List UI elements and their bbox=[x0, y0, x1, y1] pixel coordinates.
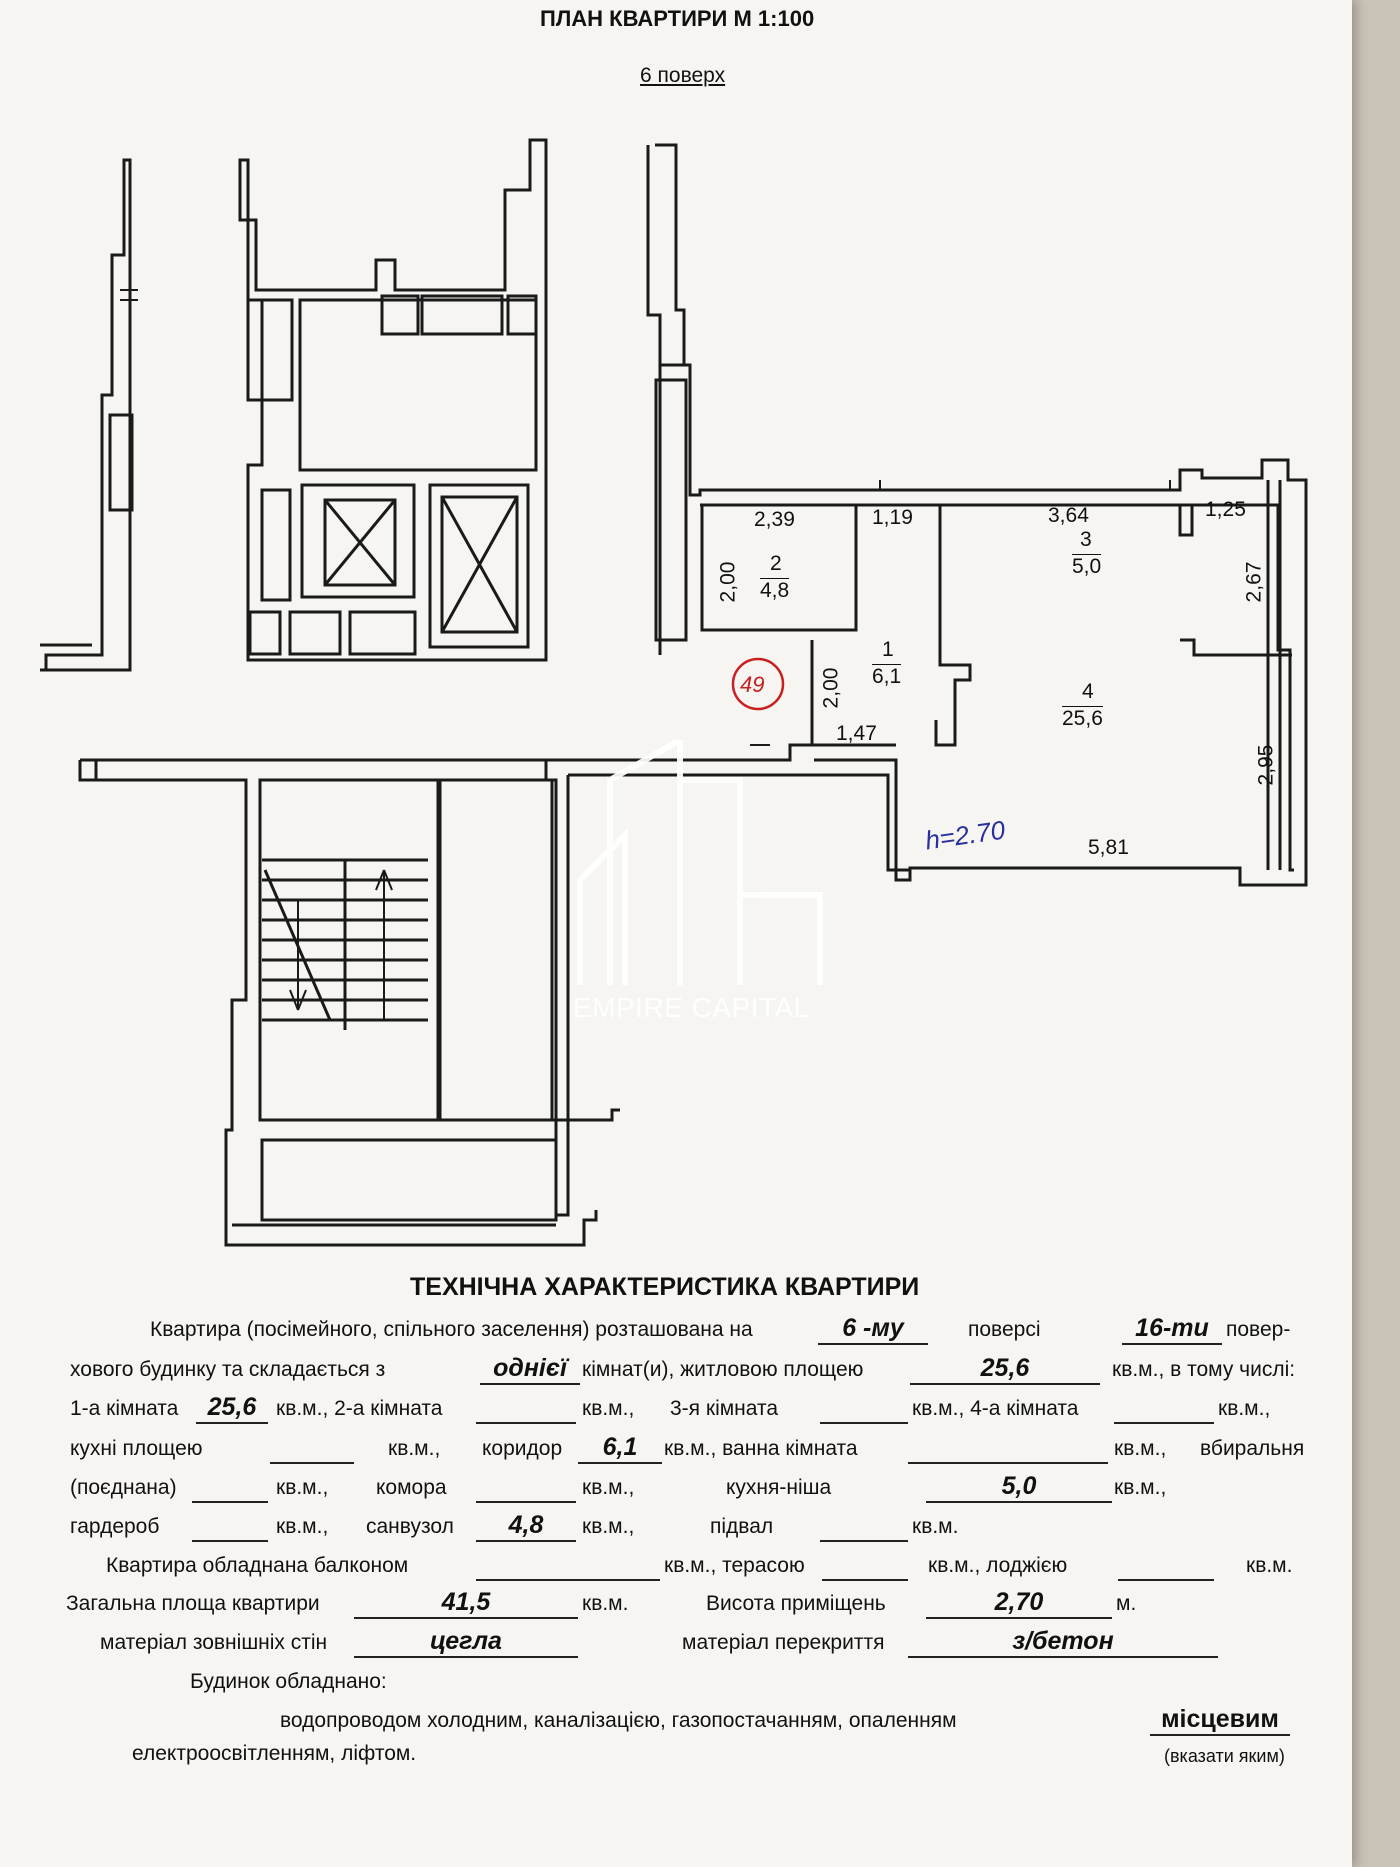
text-l12: електроосвітленням, ліфтом. bbox=[132, 1742, 417, 1765]
text-l8-a: Загальна площа квартири bbox=[66, 1592, 320, 1615]
blank-storage bbox=[476, 1472, 576, 1503]
value-total-area: 41,5 bbox=[354, 1588, 578, 1619]
room-4-number: 4 bbox=[1082, 680, 1094, 703]
value-sanitary-area: 4,8 bbox=[476, 1511, 576, 1542]
text-l6-f: кв.м. bbox=[912, 1515, 959, 1538]
dim-267: 2,67 bbox=[1242, 561, 1266, 603]
plan-title: ПЛАН КВАРТИРИ М 1:100 bbox=[540, 6, 815, 31]
value-room1-area: 25,6 bbox=[196, 1393, 268, 1424]
text-l1-b: поверсі bbox=[968, 1318, 1041, 1341]
blank-terrace bbox=[822, 1550, 908, 1581]
apartment-number: 49 bbox=[740, 672, 765, 697]
floor-label: 6 поверх bbox=[640, 64, 726, 87]
dim-581: 5,81 bbox=[1088, 836, 1129, 859]
text-l9-b: матеріал перекриття bbox=[682, 1631, 885, 1654]
value-total-floors: 16-ти bbox=[1122, 1314, 1222, 1345]
dim-239: 2,39 bbox=[754, 508, 795, 531]
text-l8-c: Висота приміщень bbox=[706, 1592, 886, 1615]
dim-119: 1,19 bbox=[872, 506, 913, 529]
text-l8-b: кв.м. bbox=[582, 1592, 629, 1615]
blank-basement bbox=[820, 1511, 908, 1542]
dim-364: 3,64 bbox=[1048, 504, 1089, 527]
text-l4-c: коридор bbox=[482, 1437, 563, 1460]
room-3-number: 3 bbox=[1080, 528, 1092, 551]
room-2-number: 2 bbox=[770, 552, 782, 575]
blank-combined bbox=[192, 1472, 268, 1503]
blank-room3 bbox=[820, 1393, 908, 1424]
text-l3-c: кв.м., bbox=[582, 1397, 635, 1420]
value-heating-type: місцевим bbox=[1150, 1705, 1290, 1736]
text-l5-b: кв.м., bbox=[276, 1476, 329, 1499]
text-l5-f: кв.м., bbox=[1114, 1476, 1167, 1499]
text-l3-e: кв.м., 4-а кімната bbox=[912, 1397, 1079, 1420]
dim-295: 2,95 bbox=[1254, 744, 1278, 786]
text-l9-a: матеріал зовнішніх стін bbox=[100, 1631, 328, 1654]
value-ceiling-material: з/бетон bbox=[908, 1627, 1218, 1658]
text-l3-f: кв.м., bbox=[1218, 1397, 1271, 1420]
blank-kitchen bbox=[270, 1433, 354, 1464]
value-kitchen-niche: 5,0 bbox=[926, 1472, 1112, 1503]
blank-balcony bbox=[476, 1550, 660, 1581]
text-l4-d: кв.м., ванна кімната bbox=[664, 1437, 858, 1460]
text-l4-e: кв.м., bbox=[1114, 1437, 1167, 1460]
text-l5-e: кухня-ніша bbox=[726, 1476, 832, 1499]
text-l1-a: Квартира (посімейного, спільного заселен… bbox=[150, 1318, 753, 1341]
text-l4-a: кухні площею bbox=[70, 1437, 203, 1460]
text-l5-a: (поєднана) bbox=[70, 1476, 177, 1499]
text-l8-d: м. bbox=[1116, 1592, 1137, 1615]
text-l7-b: кв.м., терасою bbox=[664, 1554, 805, 1577]
text-l4-f: вбиральня bbox=[1200, 1437, 1305, 1460]
text-l7-a: Квартира обладнана балконом bbox=[106, 1554, 409, 1577]
text-l4-b: кв.м., bbox=[388, 1437, 441, 1460]
text-l2-c: кв.м., в тому числі: bbox=[1112, 1358, 1296, 1381]
blank-loggia bbox=[1118, 1550, 1214, 1581]
text-l7-c: кв.м., лоджією bbox=[928, 1554, 1068, 1577]
text-l1-c: повер- bbox=[1226, 1318, 1291, 1341]
value-corridor-area: 6,1 bbox=[578, 1433, 662, 1464]
value-living-area: 25,6 bbox=[910, 1354, 1100, 1385]
blank-room4 bbox=[1114, 1393, 1214, 1424]
text-l11: водопроводом холодним, каналізацією, газ… bbox=[280, 1709, 957, 1732]
blank-bathroom bbox=[908, 1433, 1108, 1464]
dim-200a: 2,00 bbox=[716, 561, 740, 603]
text-l3-b: кв.м., 2-а кімната bbox=[276, 1397, 443, 1420]
room-2-area: 4,8 bbox=[760, 578, 790, 602]
text-l6-c: санвузол bbox=[366, 1515, 454, 1538]
dim-147: 1,47 bbox=[836, 722, 877, 745]
watermark-logo bbox=[577, 740, 823, 985]
text-l2-a: хового будинку та складається з bbox=[70, 1358, 386, 1381]
text-l2-b: кімнат(и), житловою площею bbox=[582, 1358, 864, 1381]
text-l5-c: комора bbox=[376, 1476, 447, 1499]
value-room-count: однієї bbox=[480, 1354, 580, 1385]
text-l12-note: (вказати яким) bbox=[1164, 1746, 1285, 1766]
value-room-height: 2,70 bbox=[926, 1588, 1112, 1619]
room-1-number: 1 bbox=[882, 638, 894, 661]
text-l5-d: кв.м., bbox=[582, 1476, 635, 1499]
text-l3-a: 1-а кімната bbox=[70, 1397, 179, 1420]
text-l6-d: кв.м., bbox=[582, 1515, 635, 1538]
room-1-area: 6,1 bbox=[872, 664, 902, 688]
value-floor: 6 -му bbox=[818, 1314, 928, 1345]
room-3-area: 5,0 bbox=[1072, 554, 1102, 578]
watermark-text: EMPIRE CAPITAL bbox=[573, 992, 810, 1023]
tech-title: ТЕХНІЧНА ХАРАКТЕРИСТИКА КВАРТИРИ bbox=[410, 1273, 920, 1301]
text-l6-e: підвал bbox=[710, 1515, 774, 1538]
text-l6-a: гардероб bbox=[70, 1515, 160, 1538]
blank-room2 bbox=[476, 1393, 576, 1424]
dim-200b: 2,00 bbox=[819, 667, 843, 709]
value-wall-material: цегла bbox=[354, 1627, 578, 1658]
dim-125: 1,25 bbox=[1205, 498, 1246, 521]
room-4-area: 25,6 bbox=[1062, 706, 1103, 730]
blank-wardrobe bbox=[192, 1511, 268, 1542]
text-l10: Будинок обладнано: bbox=[190, 1670, 387, 1693]
text-l6-b: кв.м., bbox=[276, 1515, 329, 1538]
text-l7-d: кв.м. bbox=[1246, 1554, 1293, 1577]
text-l3-d: 3-я кімната bbox=[670, 1397, 779, 1420]
